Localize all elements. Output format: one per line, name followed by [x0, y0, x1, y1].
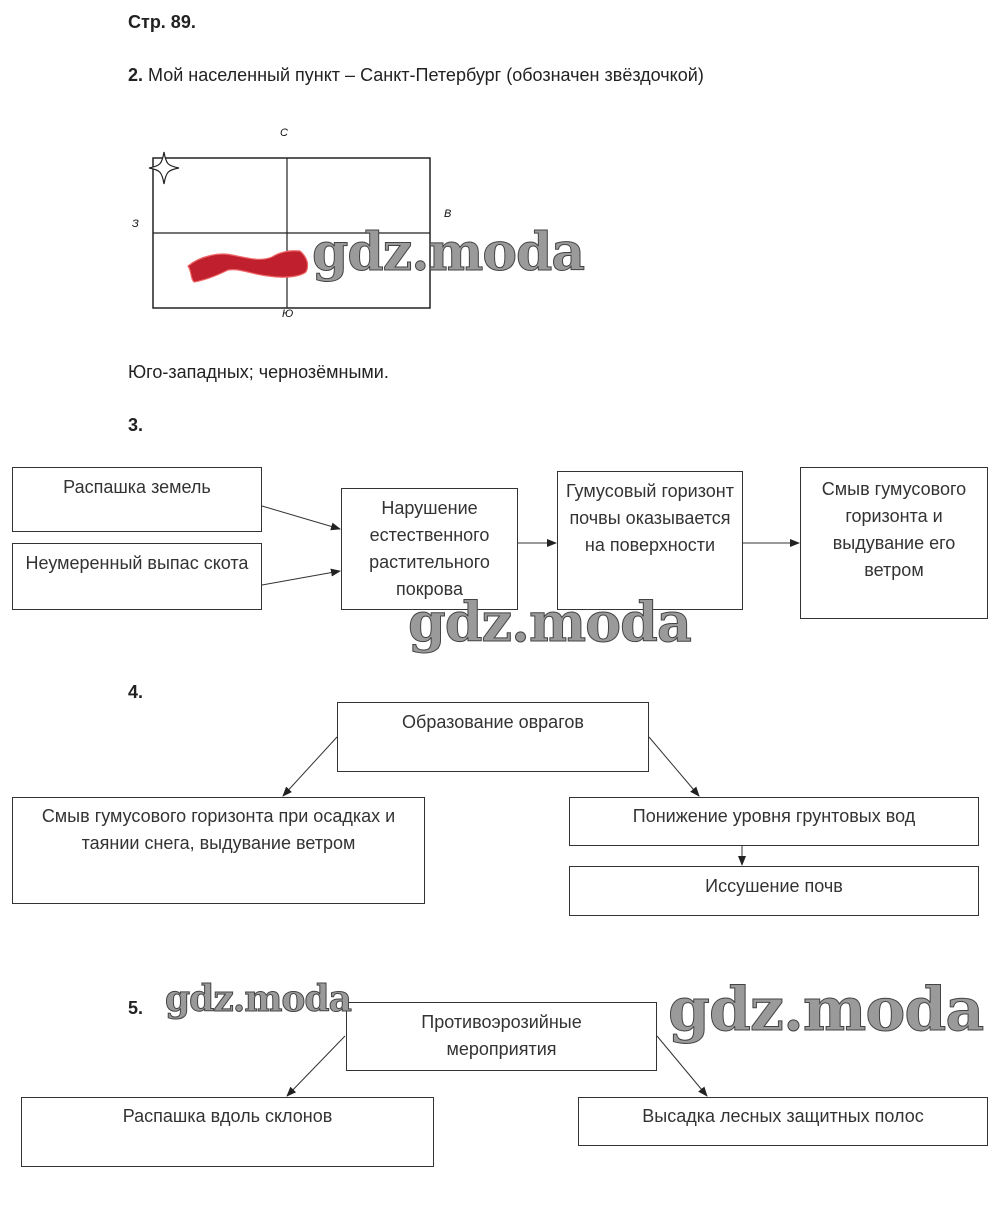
arrow-measures-to-forest [656, 1035, 708, 1097]
orientation-map: С Ю З В [120, 120, 452, 330]
arrow-measures-to-plowing [286, 1035, 346, 1097]
task3-humus-erosion: Смыв гумусового горизонта и выдувание ег… [800, 467, 988, 619]
task2-text: Мой населенный пункт – Санкт-Петербург (… [148, 65, 704, 85]
task4-ravine-formation: Образование оврагов [337, 702, 649, 772]
task4-soil-drying: Иссушение почв [569, 866, 979, 916]
task5-plowing-along-slopes: Распашка вдоль склонов [21, 1097, 434, 1167]
map-graphic [148, 151, 431, 309]
region-shape [187, 250, 309, 283]
watermark: gdz.moda [408, 590, 693, 655]
task3-number: 3. [128, 415, 144, 435]
task2-number: 2. [128, 65, 144, 85]
map-west-label: З [132, 218, 139, 230]
task5-forest-belts: Высадка лесных защитных полос [578, 1097, 988, 1146]
task3-vegetation-disruption: Нарушение естественного растительного по… [341, 488, 518, 610]
task4-number: 4. [128, 682, 144, 702]
task4-groundwater-drop: Понижение уровня грунтовых вод [569, 797, 979, 846]
star-icon [148, 151, 180, 185]
map-north-label: С [280, 127, 288, 139]
arrow-ravine-to-groundwater [648, 736, 700, 797]
task5-anti-erosion-measures: Противоэрозийные мероприятия [346, 1002, 657, 1071]
task3-humus-exposed: Гумусовый горизонт почвы оказывается на … [557, 471, 743, 610]
arrow-plowing-to-disruption [261, 505, 341, 531]
task2-answer: Юго-западных; чернозёмными. [128, 362, 389, 382]
watermark: gdz.moda [165, 978, 353, 1021]
task3-cause-plowing: Распашка земель [12, 467, 262, 532]
map-east-label: В [444, 208, 452, 220]
watermark: gdz.moda [667, 975, 984, 1046]
map-south-label: Ю [282, 308, 294, 320]
arrow-grazing-to-disruption [261, 568, 341, 586]
task2-statement: 2. Мой населенный пункт – Санкт-Петербур… [128, 65, 704, 86]
task5-number: 5. [128, 998, 144, 1018]
task4-humus-washout: Смыв гумусового горизонта при осадках и … [12, 797, 425, 904]
arrow-ravine-to-washout [282, 736, 338, 797]
task3-cause-grazing: Неумеренный выпас скота [12, 543, 262, 610]
page-header: Стр. 89. [128, 12, 196, 32]
watermark: gdz.moda [311, 222, 585, 284]
